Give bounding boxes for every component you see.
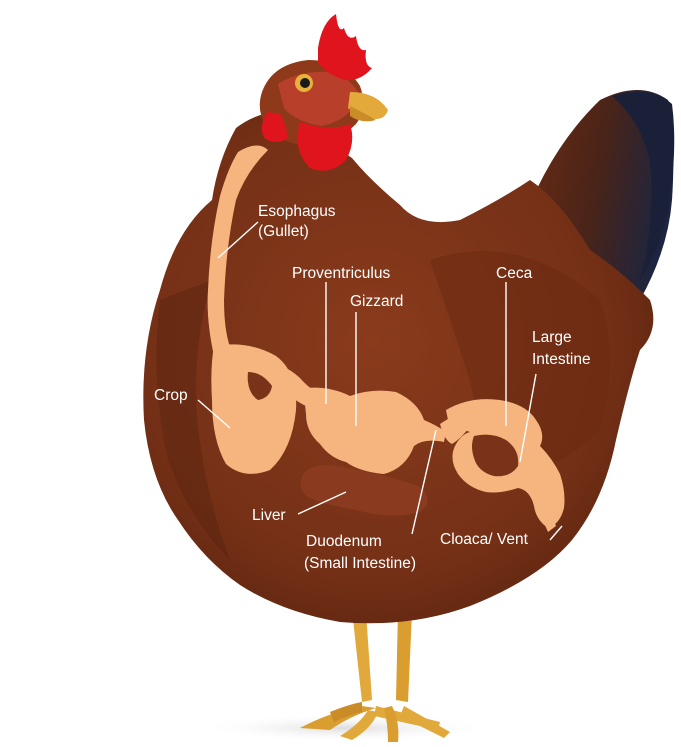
label-cloaca-vent: Cloaca/ Vent [440, 531, 529, 548]
label-large: Large [532, 329, 572, 346]
label-gullet: (Gullet) [258, 223, 309, 240]
label-crop: Crop [154, 387, 188, 404]
label-liver: Liver [252, 507, 286, 524]
label-intestine: Intestine [532, 351, 591, 368]
label-proventriculus: Proventriculus [292, 265, 390, 282]
label-ceca: Ceca [496, 265, 533, 282]
label-gizzard: Gizzard [350, 293, 403, 310]
label-duodenum: Duodenum [306, 533, 382, 550]
label-small-intestine: (Small Intestine) [304, 555, 416, 572]
comb [318, 14, 372, 80]
label-esophagus: Esophagus [258, 203, 336, 220]
